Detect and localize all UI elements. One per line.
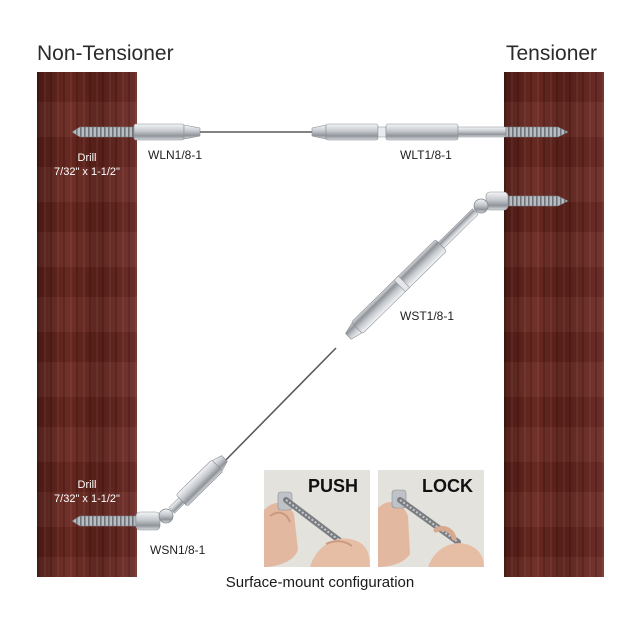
drill-note-top: Drill 7/32" x 1-1/2" [39,151,135,179]
heading-tensioner: Tensioner [506,42,598,65]
wlt-threaded-stud [457,126,507,138]
drill-note-top-line1: Drill [77,152,97,164]
label-wln: WLN1/8-1 [148,148,203,162]
upper-right-anchor [473,191,569,214]
drill-note-top-line2: 7/32" x 1-1/2" [54,166,120,178]
wst-fitting-ring [393,275,410,292]
drill-note-bottom: Drill 7/32" x 1-1/2" [39,478,135,506]
left-wood-post [37,72,137,577]
upper-right-screw [505,195,569,207]
push-photo: PUSH [264,470,370,567]
push-label: PUSH [308,476,359,496]
wsn-fitting-nose [211,455,228,472]
drill-note-bottom-line1: Drill [77,479,97,491]
right-wood-post [504,72,604,577]
upper-right-hinge [485,191,509,211]
wlt-fitting-gap [377,126,387,138]
wln-fitting-body [133,123,185,141]
diagonal-cable-assembly [168,208,479,514]
lock-label: LOCK [422,476,473,496]
wln-fitting-nose [183,124,201,140]
top-left-screw [71,126,135,138]
wst-fitting-nose [345,322,363,340]
push-hands-illustration [264,470,370,567]
lock-photo: LOCK [378,470,484,567]
wlt-fitting-nose [311,124,327,140]
label-wlt: WLT1/8-1 [400,148,452,162]
wst-threaded-stud [437,208,479,249]
lock-hands-illustration [378,470,484,567]
wsn-fitting-body [176,460,223,506]
lower-left-anchor [71,508,174,531]
lower-left-screw [71,515,137,527]
top-cable-assembly [71,123,569,141]
top-right-screw [505,126,569,138]
lower-left-hinge [135,511,161,531]
label-wst: WST1/8-1 [400,309,455,323]
upper-right-pin [473,198,489,214]
wlt-fitting-body-left [325,123,379,141]
diagonal-cable [215,347,337,471]
wlt-fitting-body-right [385,123,459,141]
drill-note-bottom-line2: 7/32" x 1-1/2" [54,493,120,505]
lower-left-pin [158,508,174,524]
heading-non-tensioner: Non-Tensioner [37,42,174,65]
label-wsn: WSN1/8-1 [150,543,206,557]
diagram-caption: Surface-mount configuration [225,574,415,591]
